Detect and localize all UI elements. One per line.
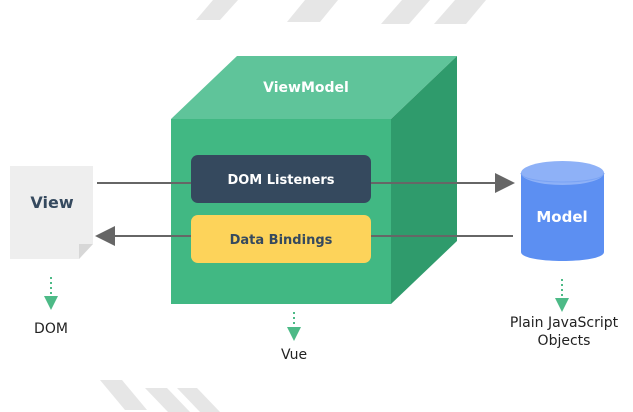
model-label: Model xyxy=(536,208,587,226)
cube-side-face xyxy=(391,56,457,304)
data-bindings-box: Data Bindings xyxy=(191,215,371,263)
watermark-strokes xyxy=(100,0,486,412)
model-caption-line2: Objects xyxy=(538,333,591,349)
model-caption-line1: Plain JavaScript xyxy=(510,315,619,331)
view-page: View xyxy=(10,166,93,259)
cube-top-face xyxy=(171,56,457,119)
viewmodel-cube: ViewModel xyxy=(171,56,457,304)
data-bindings-label: Data Bindings xyxy=(230,233,333,248)
vue-caption: Vue xyxy=(281,347,307,363)
dom-listeners-label: DOM Listeners xyxy=(227,173,334,188)
cube-title: ViewModel xyxy=(263,80,349,96)
cube-front-face xyxy=(171,119,391,304)
view-caption: DOM xyxy=(34,321,68,337)
model-cylinder: Model xyxy=(520,161,605,261)
dom-listeners-box: DOM Listeners xyxy=(191,155,371,203)
view-label: View xyxy=(30,193,73,212)
